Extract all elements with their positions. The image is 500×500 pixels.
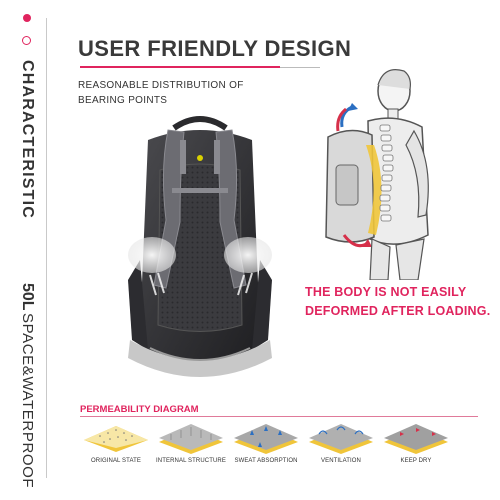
permeability-label: KEEP DRY [400, 458, 432, 464]
permeability-cell: INTERNAL STRUCTURE [155, 420, 227, 474]
original-state-icon [84, 426, 148, 452]
sweat-absorption-icon [234, 424, 298, 454]
subtitle-line-2: BEARING POINTS [78, 95, 168, 106]
filled-dot-icon [23, 14, 31, 22]
permeability-cell: SWEAT ABSORPTION [230, 420, 302, 474]
page-title: USER FRIENDLY DESIGN [78, 36, 352, 61]
subtitle: REASONABLE DISTRIBUTION OF BEARING POINT… [78, 78, 248, 108]
ventilation-icon [309, 424, 373, 454]
callout-line-1: THE BODY IS NOT EASILY [305, 285, 467, 299]
callout-line-2: DEFORMED AFTER LOADING. [305, 304, 491, 318]
permeability-cell: KEEP DRY [380, 420, 452, 474]
permeability-label: SWEAT ABSORPTION [234, 458, 298, 464]
permeability-label: INTERNAL STRUCTURE [156, 458, 226, 464]
capacity-label: 50L [19, 283, 36, 311]
ring-dot-icon [22, 36, 31, 45]
subtitle-line-1: REASONABLE DISTRIBUTION OF [78, 80, 244, 91]
permeability-label: VENTILATION [321, 458, 361, 464]
permeability-underline [80, 416, 478, 417]
spine-illustration [325, 69, 429, 280]
title-underline-tail [280, 66, 320, 68]
vertical-divider [46, 18, 47, 478]
characteristic-label: CHARACTERISTIC [19, 60, 36, 220]
features-label: SPACE&WATERPROOF [19, 313, 36, 489]
backpack-back-image [128, 116, 272, 377]
permeability-diagram: ORIGINAL STATE INTERNAL STRUCTURE [80, 420, 480, 474]
keep-dry-icon [384, 424, 448, 454]
permeability-cell: VENTILATION [305, 420, 377, 474]
deformation-callout: THE BODY IS NOT EASILY DEFORMED AFTER LO… [305, 283, 490, 321]
title-underline [80, 66, 280, 68]
permeability-cell: ORIGINAL STATE [80, 420, 152, 474]
permeability-title: PERMEABILITY DIAGRAM [80, 404, 199, 415]
permeability-label: ORIGINAL STATE [91, 458, 141, 464]
internal-structure-icon [159, 424, 223, 454]
